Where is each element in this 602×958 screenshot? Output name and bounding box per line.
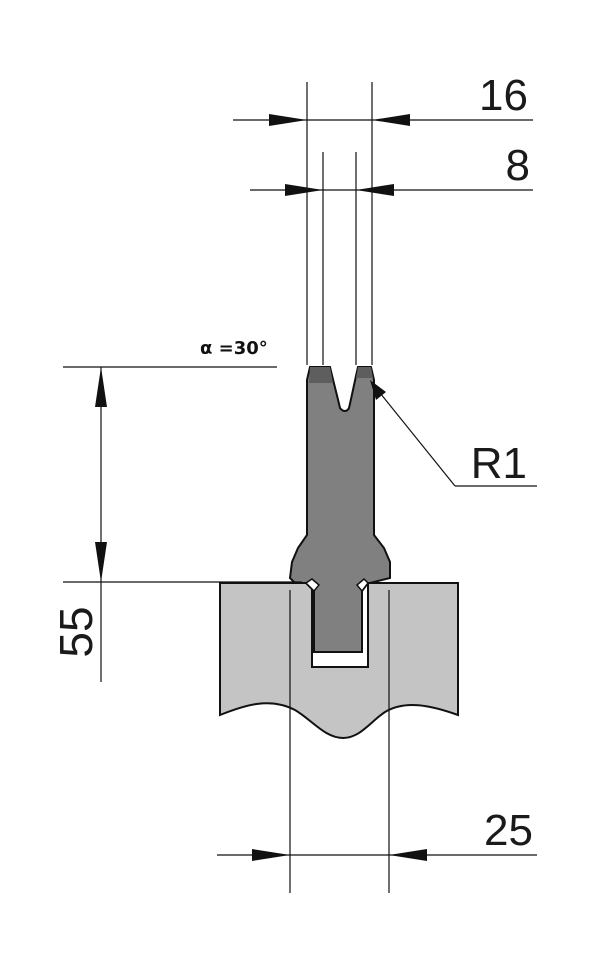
dim-label-8: 8 <box>506 141 530 190</box>
radius-label: R1 <box>471 439 527 488</box>
right-notch <box>355 577 369 593</box>
die-tip-shading-right <box>356 367 373 378</box>
arrow-25-left <box>252 849 290 861</box>
arrow-55-bottom <box>95 542 107 582</box>
dim-label-25: 25 <box>484 806 533 855</box>
arrow-8-right <box>356 184 394 196</box>
arrow-16-right <box>372 114 410 126</box>
left-notch <box>304 578 321 593</box>
arrow-55-top <box>95 367 107 407</box>
die-tip-shading <box>309 367 333 383</box>
dim-label-55: 55 <box>50 606 102 657</box>
angle-label: α =30° <box>200 338 268 359</box>
arrow-25-right <box>389 849 427 861</box>
radius-leader <box>371 382 456 487</box>
arrow-16-left <box>269 114 307 126</box>
arrow-8-left <box>285 184 323 196</box>
dim-label-16: 16 <box>479 71 528 120</box>
radius-arrow <box>370 380 386 400</box>
